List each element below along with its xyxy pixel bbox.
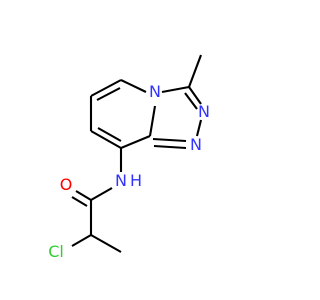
- atom-o-carbonyl: O: [60, 175, 73, 194]
- atom-n-triazole-right: N: [198, 102, 210, 121]
- atom-cl: Cl: [48, 242, 64, 261]
- bond-n4-c5: [120, 79, 147, 93]
- bond-c3-n2: [188, 86, 202, 105]
- bond-c7-c8: [90, 130, 122, 149]
- bond-n4-c8a: [148, 105, 157, 137]
- atom-h-amide: H: [130, 171, 142, 190]
- bond-c8-c8a: [120, 135, 151, 149]
- atom-label-layer: N N N N H O Cl: [48, 82, 210, 261]
- bond-c7-c8-double: [97, 127, 122, 142]
- bond-co-double: [71, 196, 88, 207]
- bond-methyl: [188, 54, 202, 88]
- bond-c3-n4: [161, 85, 190, 94]
- atom-n-triazole-bottom: N: [190, 135, 202, 154]
- atom-n-amide: N: [115, 171, 127, 190]
- bond-c3-n2-double: [184, 92, 198, 110]
- bond-nh-carbonyl: [90, 187, 113, 201]
- bond-co: [75, 190, 92, 201]
- structure-diagram: N N N N H O Cl: [48, 54, 210, 261]
- bond-n2-n1: [195, 119, 203, 137]
- bond-layer: [71, 54, 203, 253]
- bond-c5-c6: [90, 79, 122, 97]
- bond-ch-ch3: [90, 234, 122, 253]
- bond-c8a-n1: [152, 137, 187, 143]
- bond-ch-cl: [71, 234, 92, 247]
- bond-c8a-n1-double: [153, 144, 187, 150]
- atom-n-bridge: N: [149, 82, 161, 101]
- bond-c5-c6-double: [96, 87, 121, 101]
